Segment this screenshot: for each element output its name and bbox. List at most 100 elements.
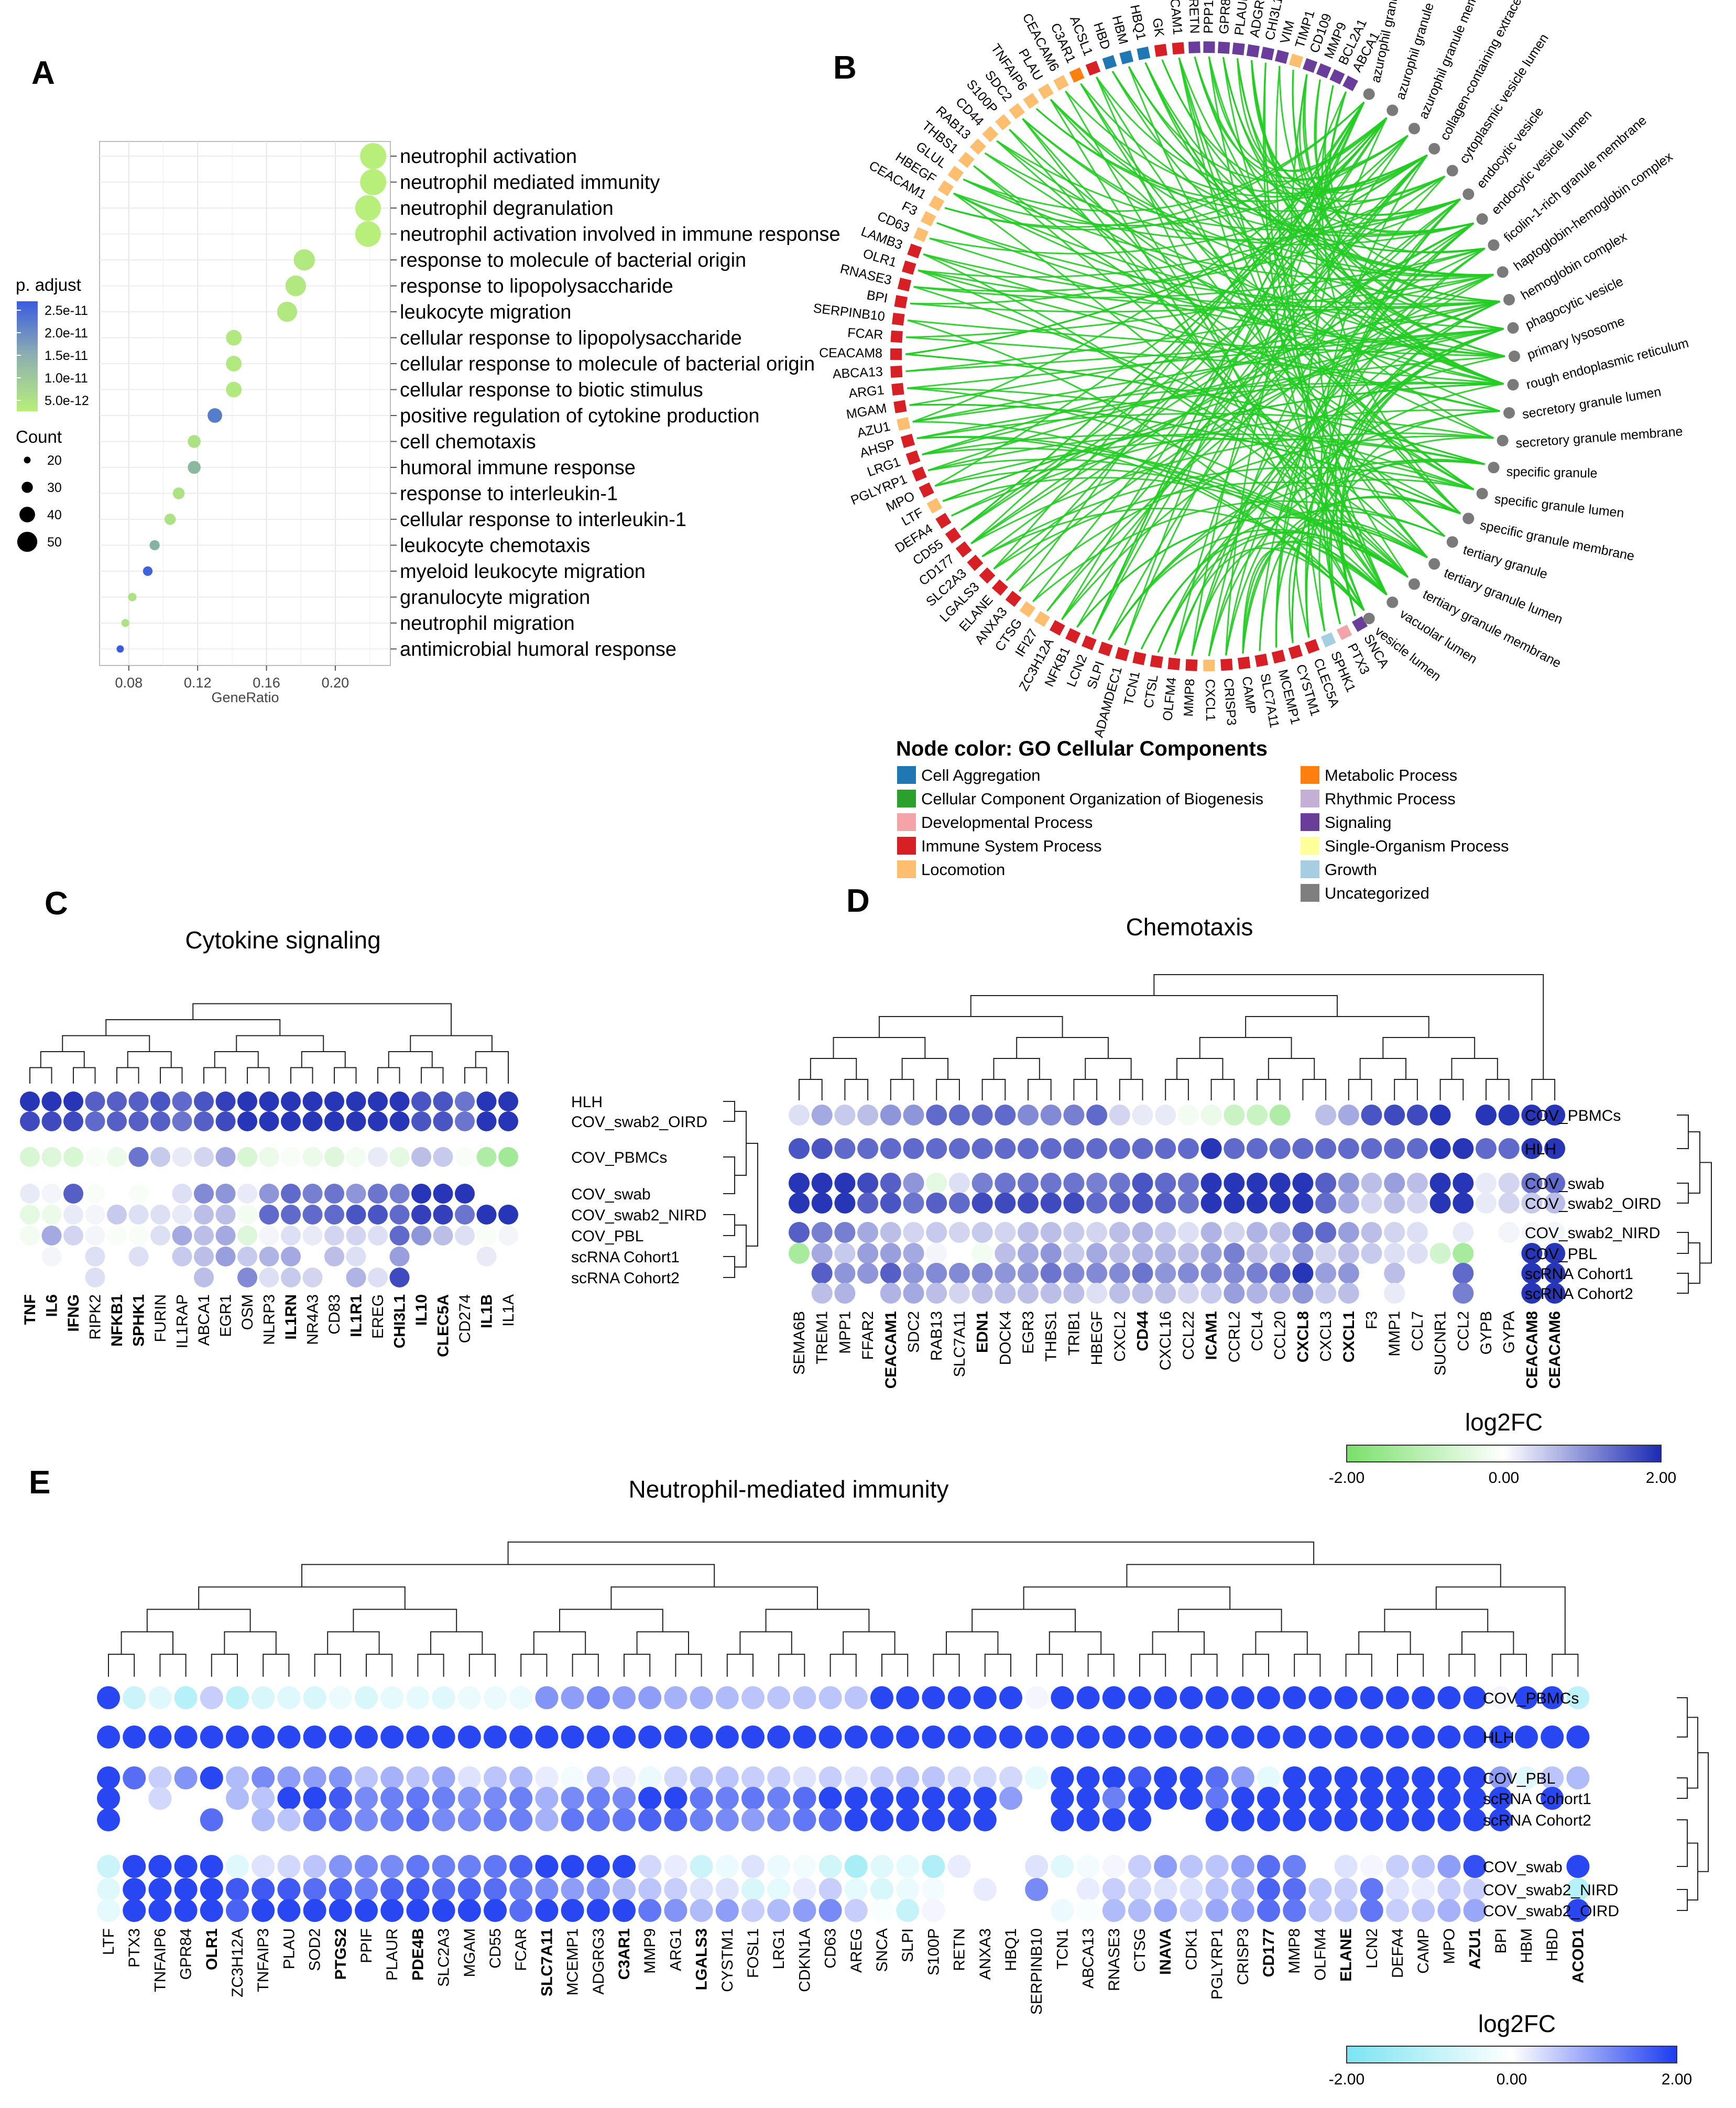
gene-label: RETN [1186, 0, 1202, 34]
dendrogram-branch [1698, 1752, 1709, 1872]
heat-cell [1521, 1283, 1543, 1304]
heat-cell [406, 1878, 430, 1901]
column-label: CXCL2 [1111, 1311, 1129, 1362]
column-label: CXCL3 [1317, 1311, 1335, 1362]
heat-cell [433, 1226, 453, 1246]
heat-cell [259, 1184, 279, 1204]
heat-cell [880, 1105, 901, 1126]
chord-edge [912, 421, 1365, 611]
heat-cell [368, 1226, 388, 1246]
chord-edge [927, 433, 1486, 472]
column-label: ADGRG3 [590, 1928, 607, 1995]
go-term-node [1507, 322, 1519, 334]
heat-cell [870, 1855, 893, 1878]
heat-cell [277, 1899, 301, 1922]
heat-cell [281, 1205, 301, 1225]
dendrogram-branch [327, 1631, 380, 1655]
go-term-dot [149, 540, 160, 551]
heat-cell [922, 1686, 945, 1709]
go-term-label: cellular response to molecule of bacteri… [400, 353, 815, 375]
heat-cell [1040, 1105, 1062, 1126]
heat-cell [715, 1766, 739, 1789]
column-label: CCL20 [1272, 1311, 1289, 1360]
heat-cell [303, 1899, 326, 1922]
heat-cell [128, 1184, 149, 1204]
heat-cell [1177, 1138, 1199, 1159]
heat-cell [586, 1787, 610, 1810]
heat-cell [844, 1725, 868, 1749]
heat-cell [484, 1808, 507, 1831]
heat-cell [85, 1226, 105, 1246]
dendrogram-branch [475, 1051, 509, 1068]
heat-cell [1541, 1725, 1564, 1749]
heat-cell [498, 1205, 518, 1225]
gene-node [937, 180, 954, 196]
heat-cell [1040, 1193, 1062, 1214]
heat-cell [818, 1686, 842, 1709]
heat-cell [844, 1878, 868, 1901]
heat-cell [1076, 1899, 1100, 1922]
heat-cell [1521, 1138, 1543, 1159]
heat-cell [789, 1105, 810, 1126]
column-label: OLFM4 [1312, 1928, 1329, 1981]
heat-cell [432, 1686, 455, 1709]
heat-cell [1384, 1283, 1405, 1304]
heat-cell [1247, 1243, 1268, 1264]
heat-cell [97, 1766, 120, 1789]
heat-cell [903, 1105, 924, 1126]
gene-node [1188, 41, 1200, 53]
legend-label: Growth [1325, 860, 1377, 879]
row-label: COV_PBMCs [1525, 1107, 1621, 1124]
heat-cell [880, 1173, 901, 1194]
chord-edge [1329, 91, 1461, 221]
heat-cell [237, 1226, 257, 1246]
row-dendrogram [723, 1101, 758, 1278]
dendrogram-branch [1016, 1037, 1109, 1058]
dendrogram-branch [1268, 1058, 1315, 1079]
dendrogram-branch [224, 1631, 277, 1655]
heat-cell [1412, 1725, 1435, 1749]
heat-cell [194, 1111, 214, 1131]
chord-edge [918, 176, 1446, 278]
heat-cell [281, 1247, 301, 1266]
heat-cell [1361, 1193, 1382, 1214]
dendrogram-branch [301, 1051, 346, 1068]
heat-cell [973, 1766, 997, 1789]
heat-cell [1247, 1263, 1268, 1284]
heat-cell [1102, 1686, 1126, 1709]
row-label: COV_PBMCs [1483, 1690, 1579, 1707]
go-term-dot [360, 143, 387, 169]
heat-cell [1386, 1725, 1409, 1749]
heat-cell [1200, 1193, 1222, 1214]
column-label: TNFAIP6 [151, 1928, 169, 1992]
go-term-dot [116, 645, 124, 653]
go-term-label: specific granule lumen [1494, 491, 1625, 520]
chord-edge [1295, 536, 1388, 638]
heat-cell [947, 1686, 971, 1709]
padj-label: 2.5e-11 [45, 303, 88, 318]
heat-cell [1224, 1243, 1245, 1264]
heat-cell [346, 1226, 366, 1246]
heat-cell [1521, 1243, 1543, 1264]
gene-node [897, 417, 911, 431]
heat-cell [1308, 1899, 1332, 1922]
go-term-label: leukocyte chemotaxis [400, 535, 590, 557]
heat-cell [303, 1808, 326, 1831]
count-legend-title: Count [16, 427, 62, 446]
heat-cell [1453, 1138, 1474, 1159]
heat-cell [1109, 1138, 1130, 1159]
heat-cell [432, 1855, 455, 1878]
heat-cell [715, 1878, 739, 1901]
heat-cell [1283, 1808, 1306, 1831]
heat-cell [741, 1725, 765, 1749]
heat-cell [1076, 1808, 1100, 1831]
gene-node [890, 330, 903, 343]
gene-node [1261, 47, 1274, 61]
heat-cell [411, 1184, 431, 1204]
go-term-node [1363, 88, 1375, 100]
heat-cell [1257, 1725, 1280, 1749]
chord-edge [918, 269, 1428, 559]
heat-cell [380, 1808, 404, 1831]
heat-cell [226, 1787, 249, 1810]
legend-label: Locomotion [921, 860, 1005, 879]
